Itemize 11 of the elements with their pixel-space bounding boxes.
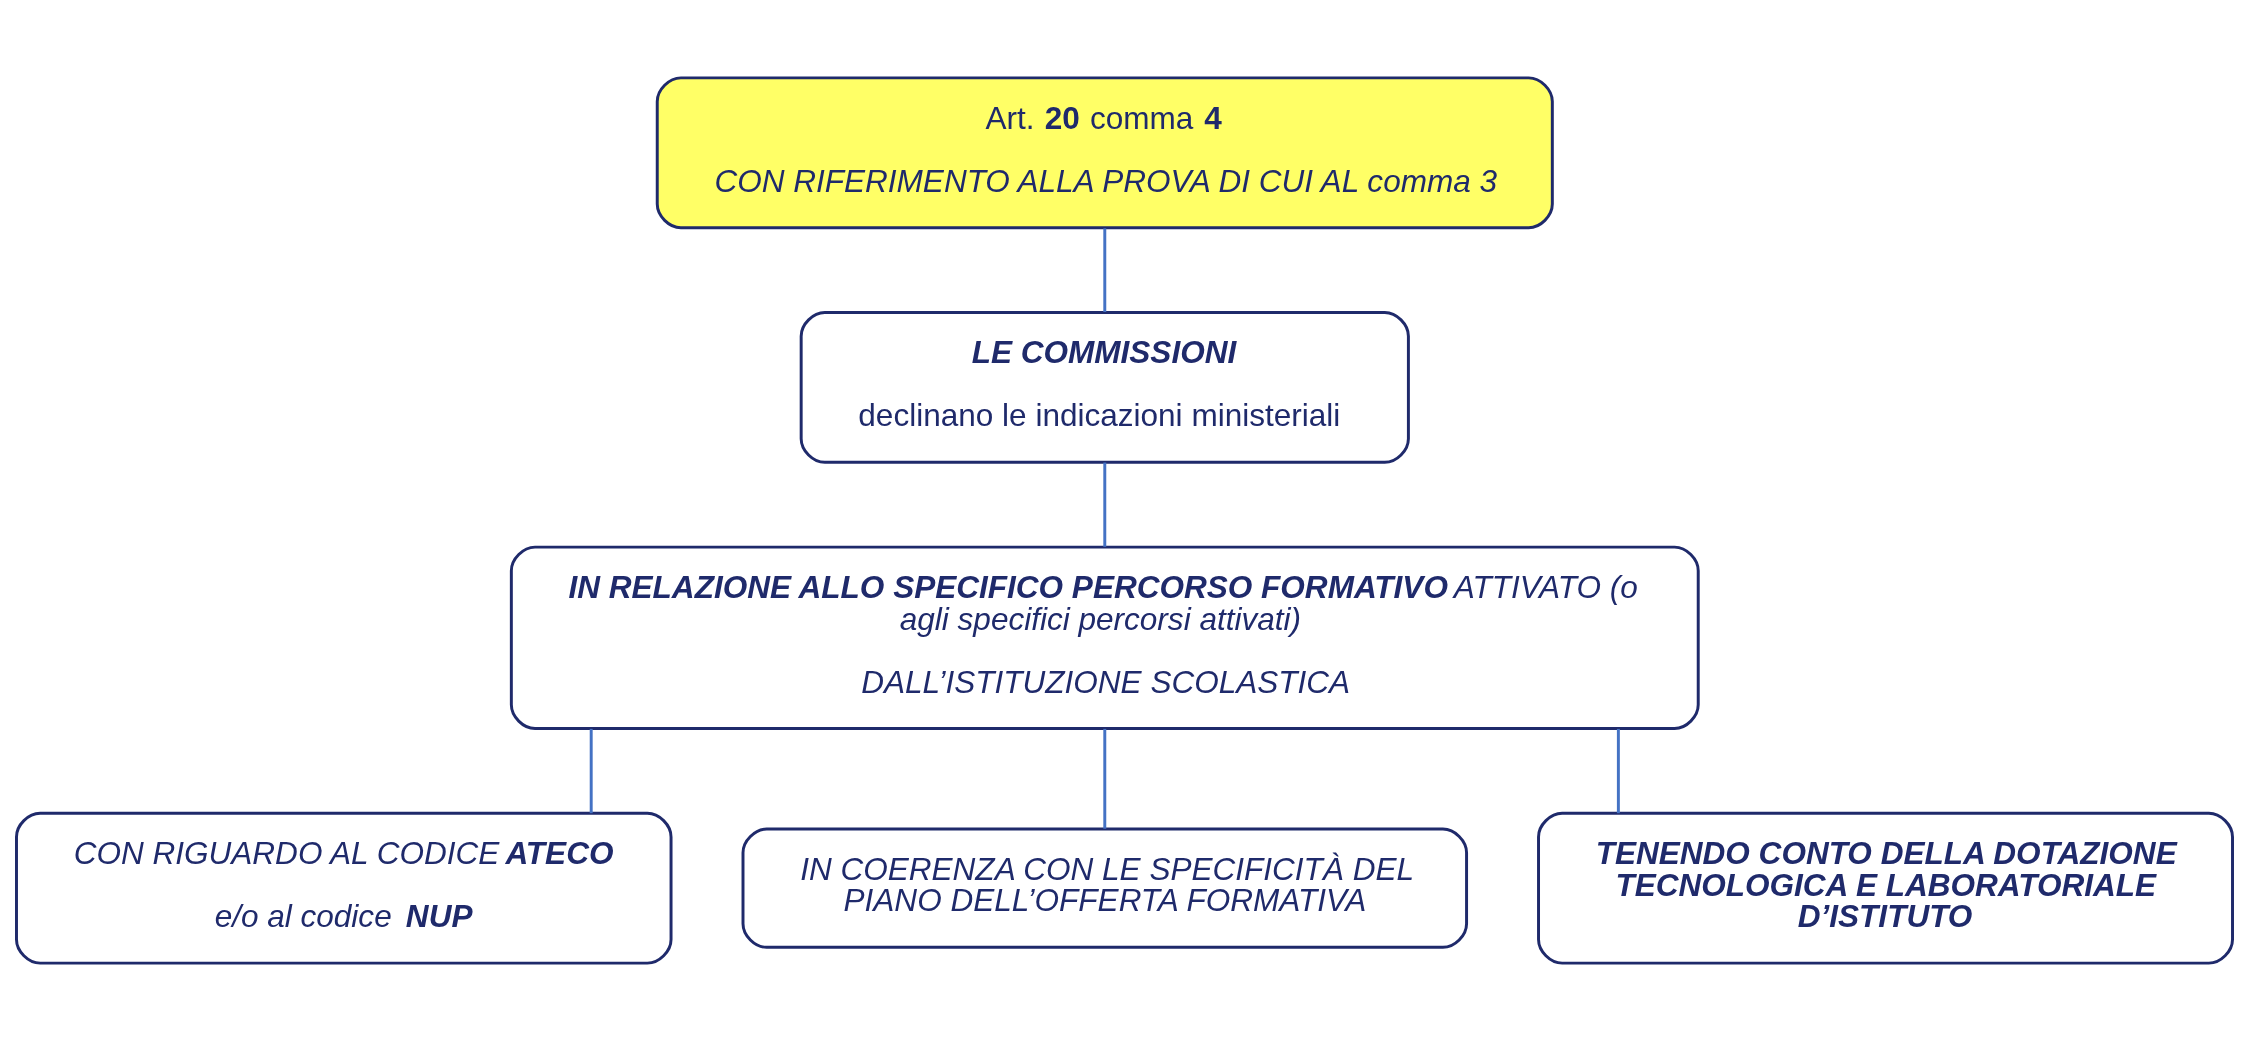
- connector: [589, 728, 593, 814]
- connector: [1103, 462, 1107, 547]
- node-box: LE COMMISSIONI declinano le indicazioni ministeriali: [799, 311, 1410, 464]
- node-box: Art. 20 comma 4 CON RIFERIMENTO ALLA PROVA DI CUI AL comma 3: [655, 76, 1554, 230]
- node-box: TENENDO CONTO DELLA DOTAZIONE TECNOLOGICA E LABORATORIALE D’ISTITUTO: [1537, 811, 2234, 965]
- node-box: IN RELAZIONE ALLO SPECIFICO PERCORSO FORMATIVO ATTIVATO (o agli specifici percorsi attivati) DALL’ISTITUZIONE SCOLASTICA: [509, 545, 1700, 730]
- connector: [1103, 728, 1107, 829]
- connector: [1103, 228, 1107, 313]
- node-box: IN COERENZA CON LE SPECIFICITÀ DEL PIANO DELL’OFFERTA FORMATIVA: [741, 827, 1469, 949]
- connector: [1616, 728, 1620, 814]
- node-box: CON RIGUARDO AL CODICE ATECO e/o al codice NUP: [15, 811, 673, 965]
